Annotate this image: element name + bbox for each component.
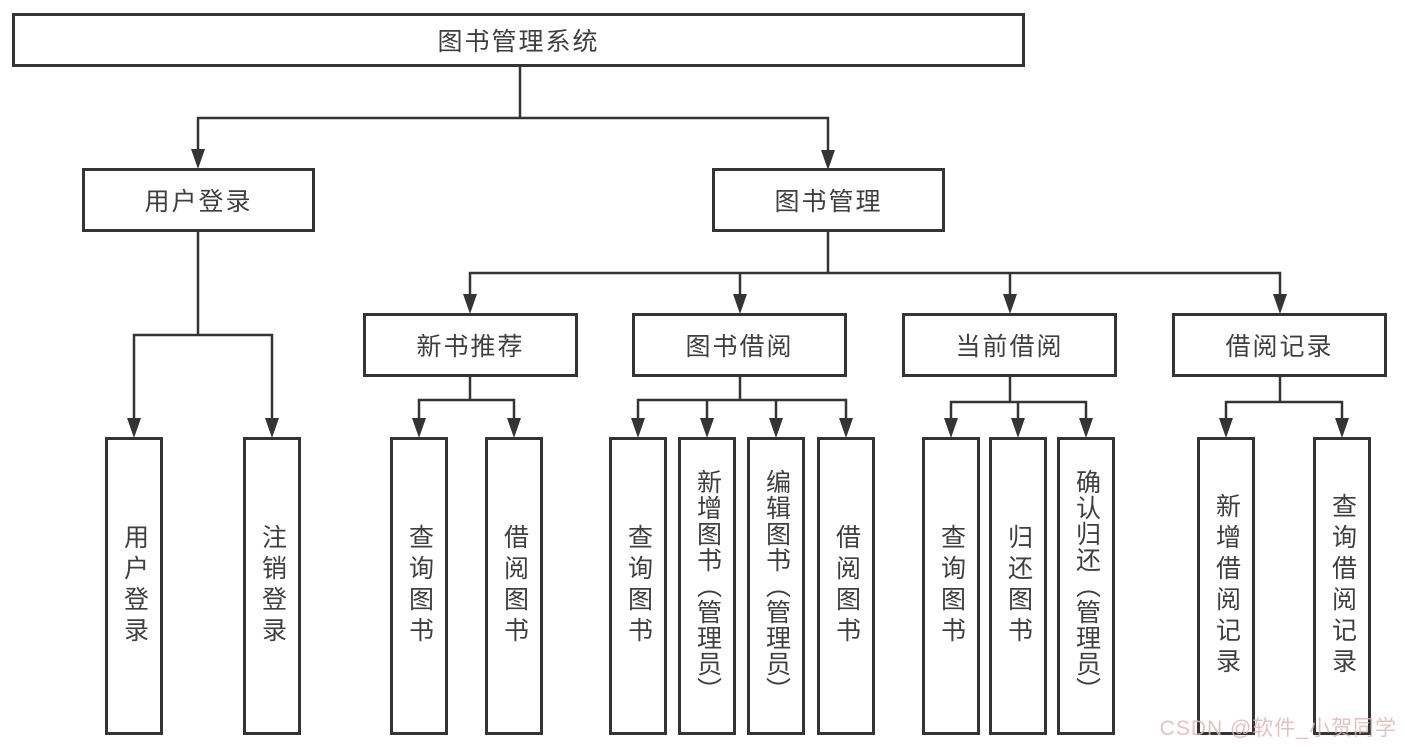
connector-book-borrow-children <box>636 375 848 423</box>
leaf-logout: 注销登录 <box>243 437 301 735</box>
node-book-management: 图书管理 <box>712 168 945 232</box>
leaf-borrow-books: 借阅图书 <box>817 437 875 735</box>
node-user-login: 用户登录 <box>82 168 315 232</box>
node-book-borrow: 图书借阅 <box>632 313 847 377</box>
connector-current-borrow-children <box>949 375 1088 423</box>
connector-user-login-children <box>132 231 274 423</box>
leaf-query-books-borrow: 查询图书 <box>609 437 667 735</box>
arrowheads <box>127 149 1349 438</box>
leaf-add-borrow-record: 新增借阅记录 <box>1197 437 1255 735</box>
node-root-library-system: 图书管理系统 <box>12 13 1025 67</box>
csdn-watermark: CSDN @软件_小贺同学 <box>1159 717 1397 740</box>
connector-new-book-children <box>417 375 516 423</box>
leaf-user-login: 用户登录 <box>105 437 163 735</box>
connector-borrow-records-children <box>1224 375 1344 423</box>
leaf-query-borrow-record: 查询借阅记录 <box>1313 437 1371 735</box>
leaf-borrow-books-recommend: 借阅图书 <box>485 437 543 735</box>
leaf-edit-books-admin: 编辑图书（管理员） <box>747 437 805 735</box>
node-current-borrow: 当前借阅 <box>902 313 1117 377</box>
leaf-add-books-admin: 新增图书（管理员） <box>678 437 736 735</box>
leaf-return-books: 归还图书 <box>989 437 1047 735</box>
connector-book-mgmt-children <box>468 230 1282 299</box>
leaf-query-books-recommend: 查询图书 <box>390 437 448 735</box>
leaf-confirm-return-admin: 确认归还（管理员） <box>1057 437 1115 735</box>
node-borrow-records: 借阅记录 <box>1172 313 1387 377</box>
node-new-book-recommend: 新书推荐 <box>363 313 578 377</box>
leaf-query-books-current: 查询图书 <box>922 437 980 735</box>
connector-root-to-level2 <box>196 65 830 155</box>
